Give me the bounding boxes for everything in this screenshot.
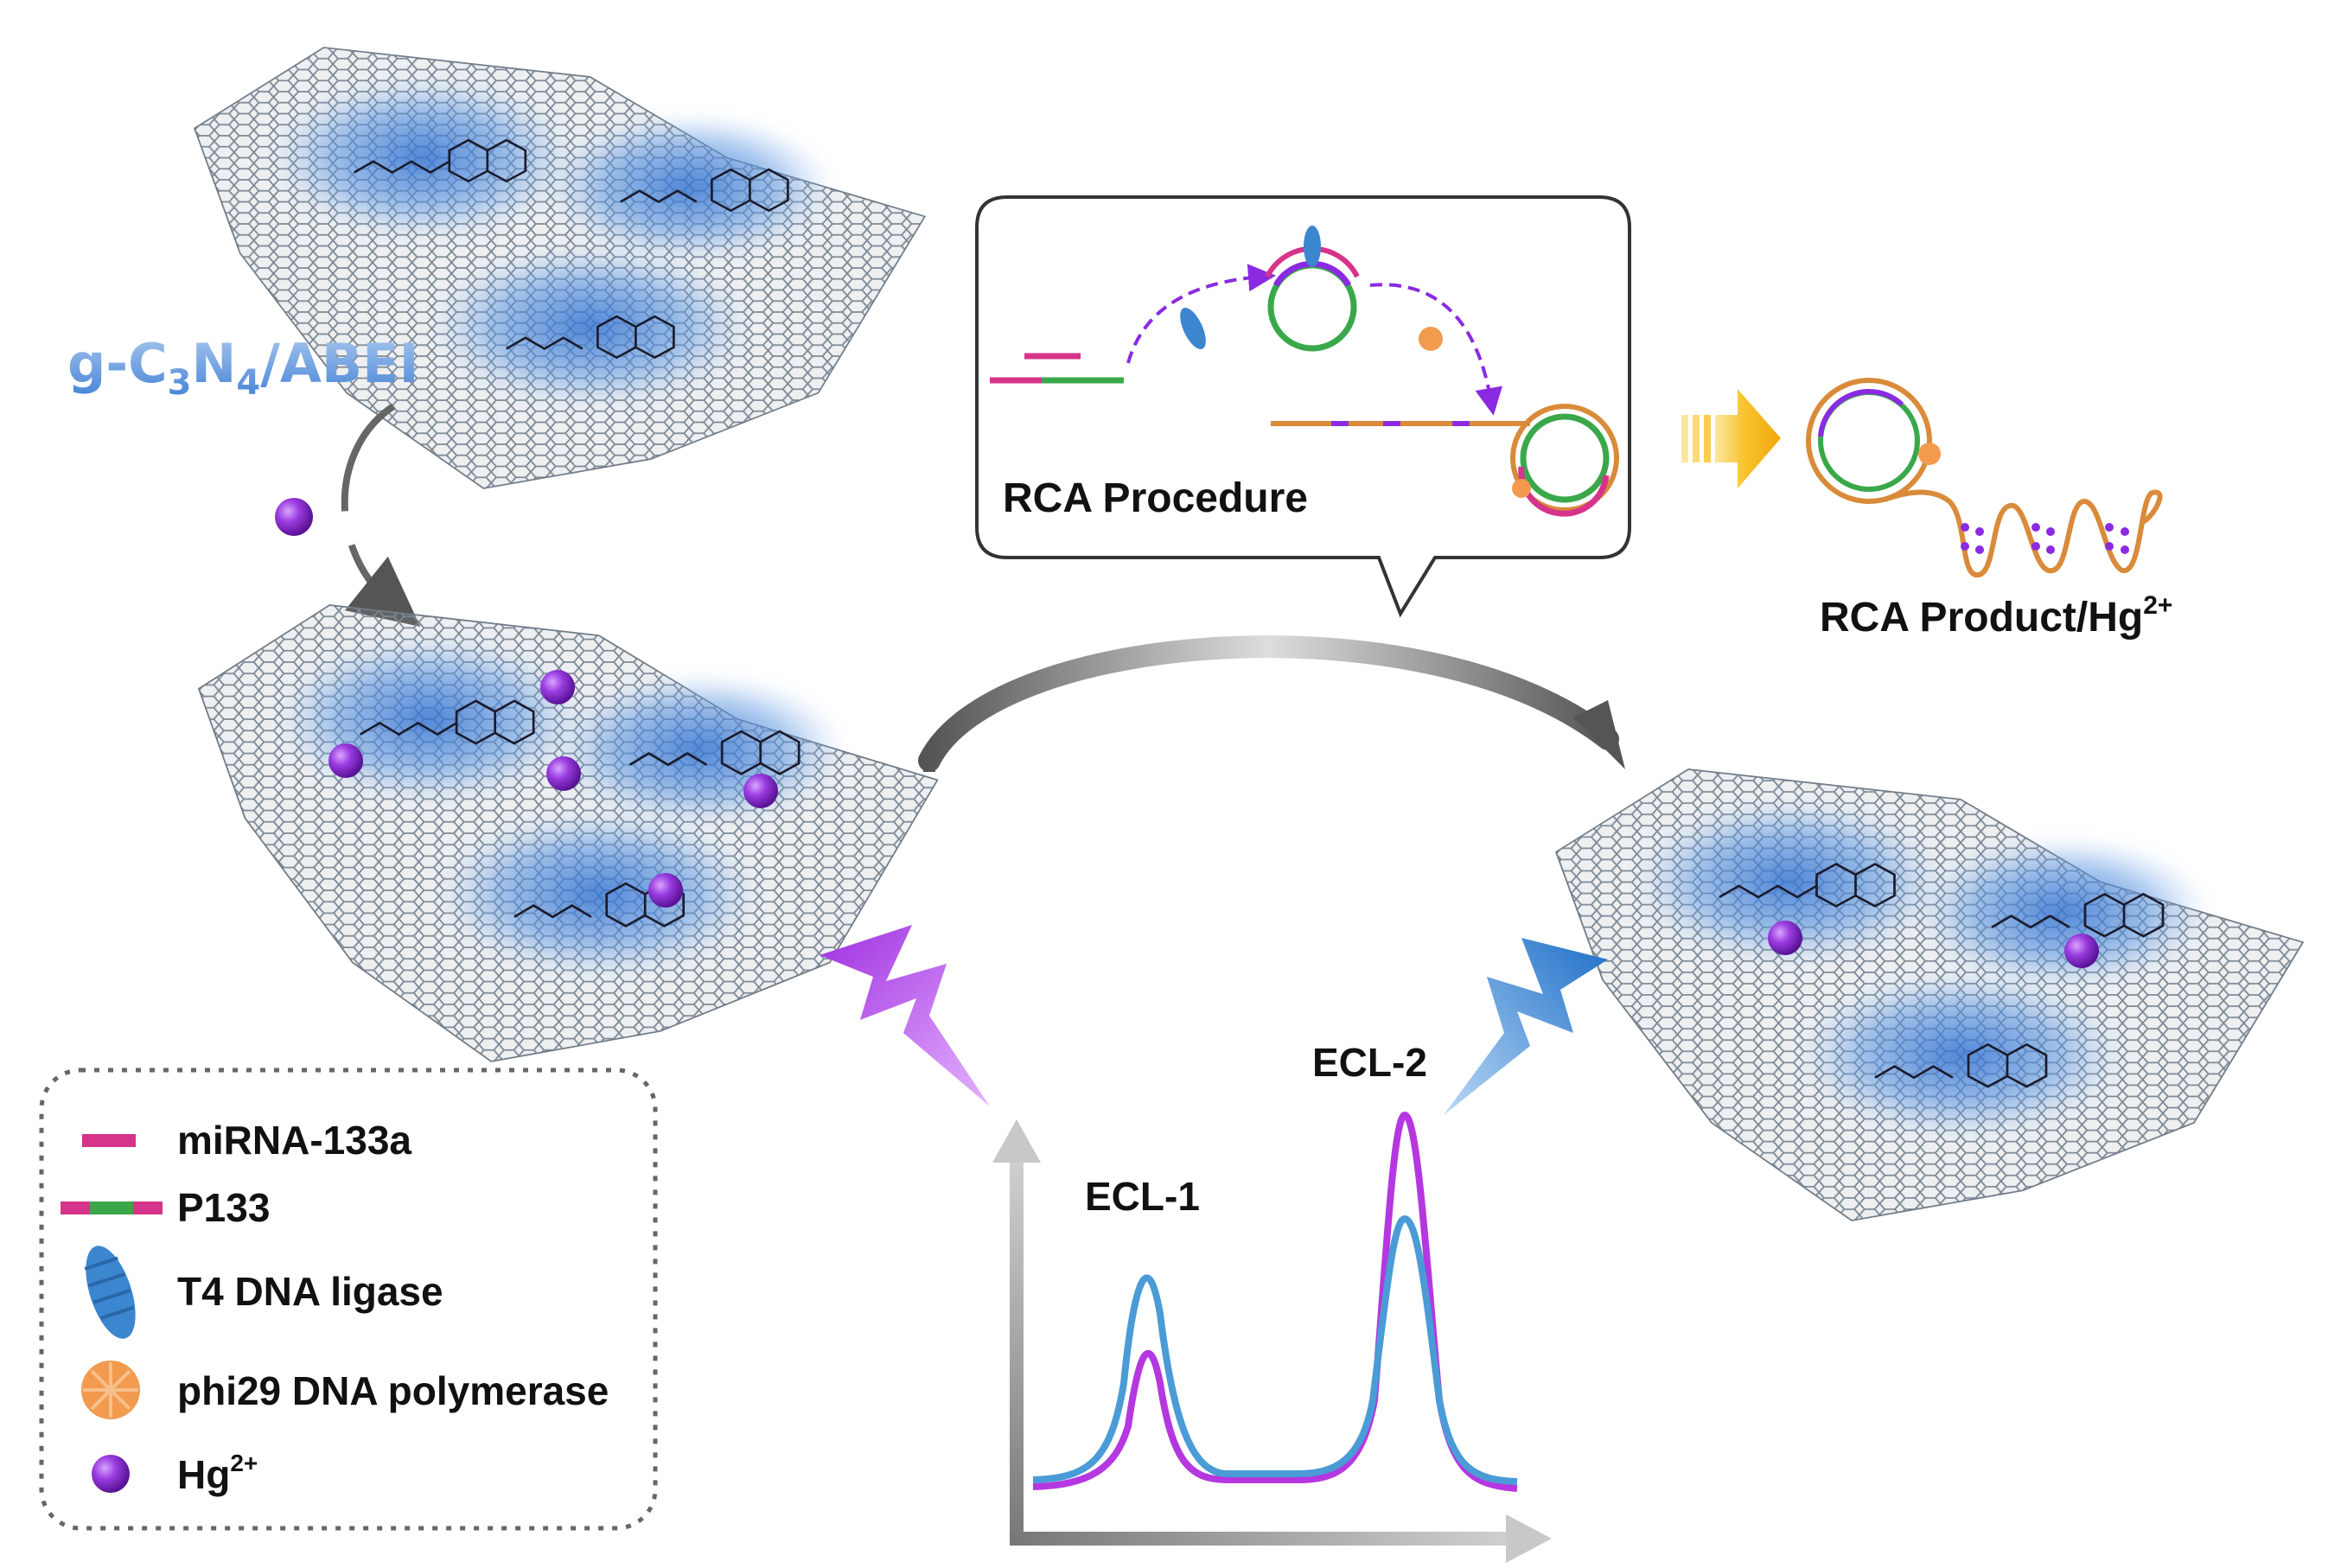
t4-ligase-icon [1180, 307, 1206, 350]
legend-item-polymerase: phi29 DNA polymerase [81, 1361, 609, 1419]
product-circle-magenta [1818, 389, 1904, 437]
purple-lightning-icon [820, 925, 990, 1106]
legend-label-mirna: miRNA-133a [177, 1118, 411, 1163]
x-axis [1010, 1532, 1511, 1546]
legend-label-polymerase: phi29 DNA polymerase [177, 1368, 609, 1413]
polymerase-step-arrow [1369, 283, 1503, 416]
legend-item-mirna: miRNA-133a [82, 1118, 411, 1163]
curved-arrow-main-head [1573, 700, 1625, 769]
rca-product-label: RCA Product/Hg2+ [1820, 591, 2172, 641]
hg-ions-right [1768, 921, 2099, 968]
x-axis-head [1506, 1514, 1552, 1563]
hg-ion-icon [743, 774, 778, 808]
hg-ion-icon [648, 873, 683, 908]
rca-callout: RCA Procedure [975, 195, 1631, 618]
sheet-after-rca [1556, 769, 2303, 1221]
hg-ion-icon [1768, 921, 1802, 955]
legend-label-ligase: T4 DNA ligase [177, 1269, 443, 1314]
material-label: g-C3N4/ABEI [67, 332, 419, 403]
legend-item-hg: Hg2+ [92, 1450, 258, 1497]
rca-padlock-circle [1520, 413, 1610, 503]
ligase-step-arrow [1126, 264, 1276, 364]
hg-ion-icon [92, 1455, 130, 1493]
sheet-bare [195, 48, 925, 488]
rca-orange-circle [1510, 404, 1619, 513]
hg-ion-icon [328, 743, 363, 778]
legend: miRNA-133a P133 T4 DNA ligase ph [39, 1068, 658, 1531]
gold-arrow [1681, 389, 1781, 488]
hairpin-hg-ions [1961, 523, 2129, 554]
hg-ion-icon [275, 498, 313, 536]
ecl-curve-blue [1032, 1214, 1518, 1485]
rca-procedure-title: RCA Procedure [1003, 475, 1308, 521]
ecl-peak-2-label: ECL-2 [1312, 1040, 1427, 1085]
mirna-strand-icon [82, 1134, 136, 1147]
legend-item-p133: P133 [61, 1185, 270, 1230]
rca-product: RCA Product/Hg2+ [1806, 378, 2172, 641]
t4-ligase-icon [84, 1246, 136, 1339]
blue-lightning-icon [1444, 938, 1608, 1115]
phi29-polymerase-icon [1419, 327, 1443, 351]
product-circle-orange [1806, 378, 1932, 504]
t4-ligase-icon [1304, 226, 1321, 267]
ecl-peak-1-label: ECL-1 [1085, 1174, 1200, 1219]
ecl-plot: ECL-1 ECL-2 [992, 1040, 1552, 1563]
curved-arrow-down [341, 403, 421, 628]
y-axis [1010, 1158, 1024, 1546]
phi29-polymerase-icon [1512, 479, 1531, 498]
hg-ion-icon [2064, 934, 2099, 968]
phi29-polymerase-icon [81, 1361, 140, 1419]
hg-ion-icon [540, 670, 575, 704]
p133-strand-icon [61, 1201, 163, 1214]
hg-ions-left [328, 670, 778, 908]
phi29-polymerase-icon [1918, 443, 1941, 465]
legend-label-hg: Hg2+ [177, 1450, 258, 1497]
legend-frame [39, 1068, 658, 1531]
curved-arrow-main [918, 635, 1619, 772]
hg-ion-icon [546, 756, 581, 791]
hairpin-chain [1883, 489, 2163, 578]
legend-item-ligase: T4 DNA ligase [84, 1246, 443, 1339]
y-axis-head [992, 1119, 1041, 1163]
legend-label-p133: P133 [177, 1185, 270, 1230]
